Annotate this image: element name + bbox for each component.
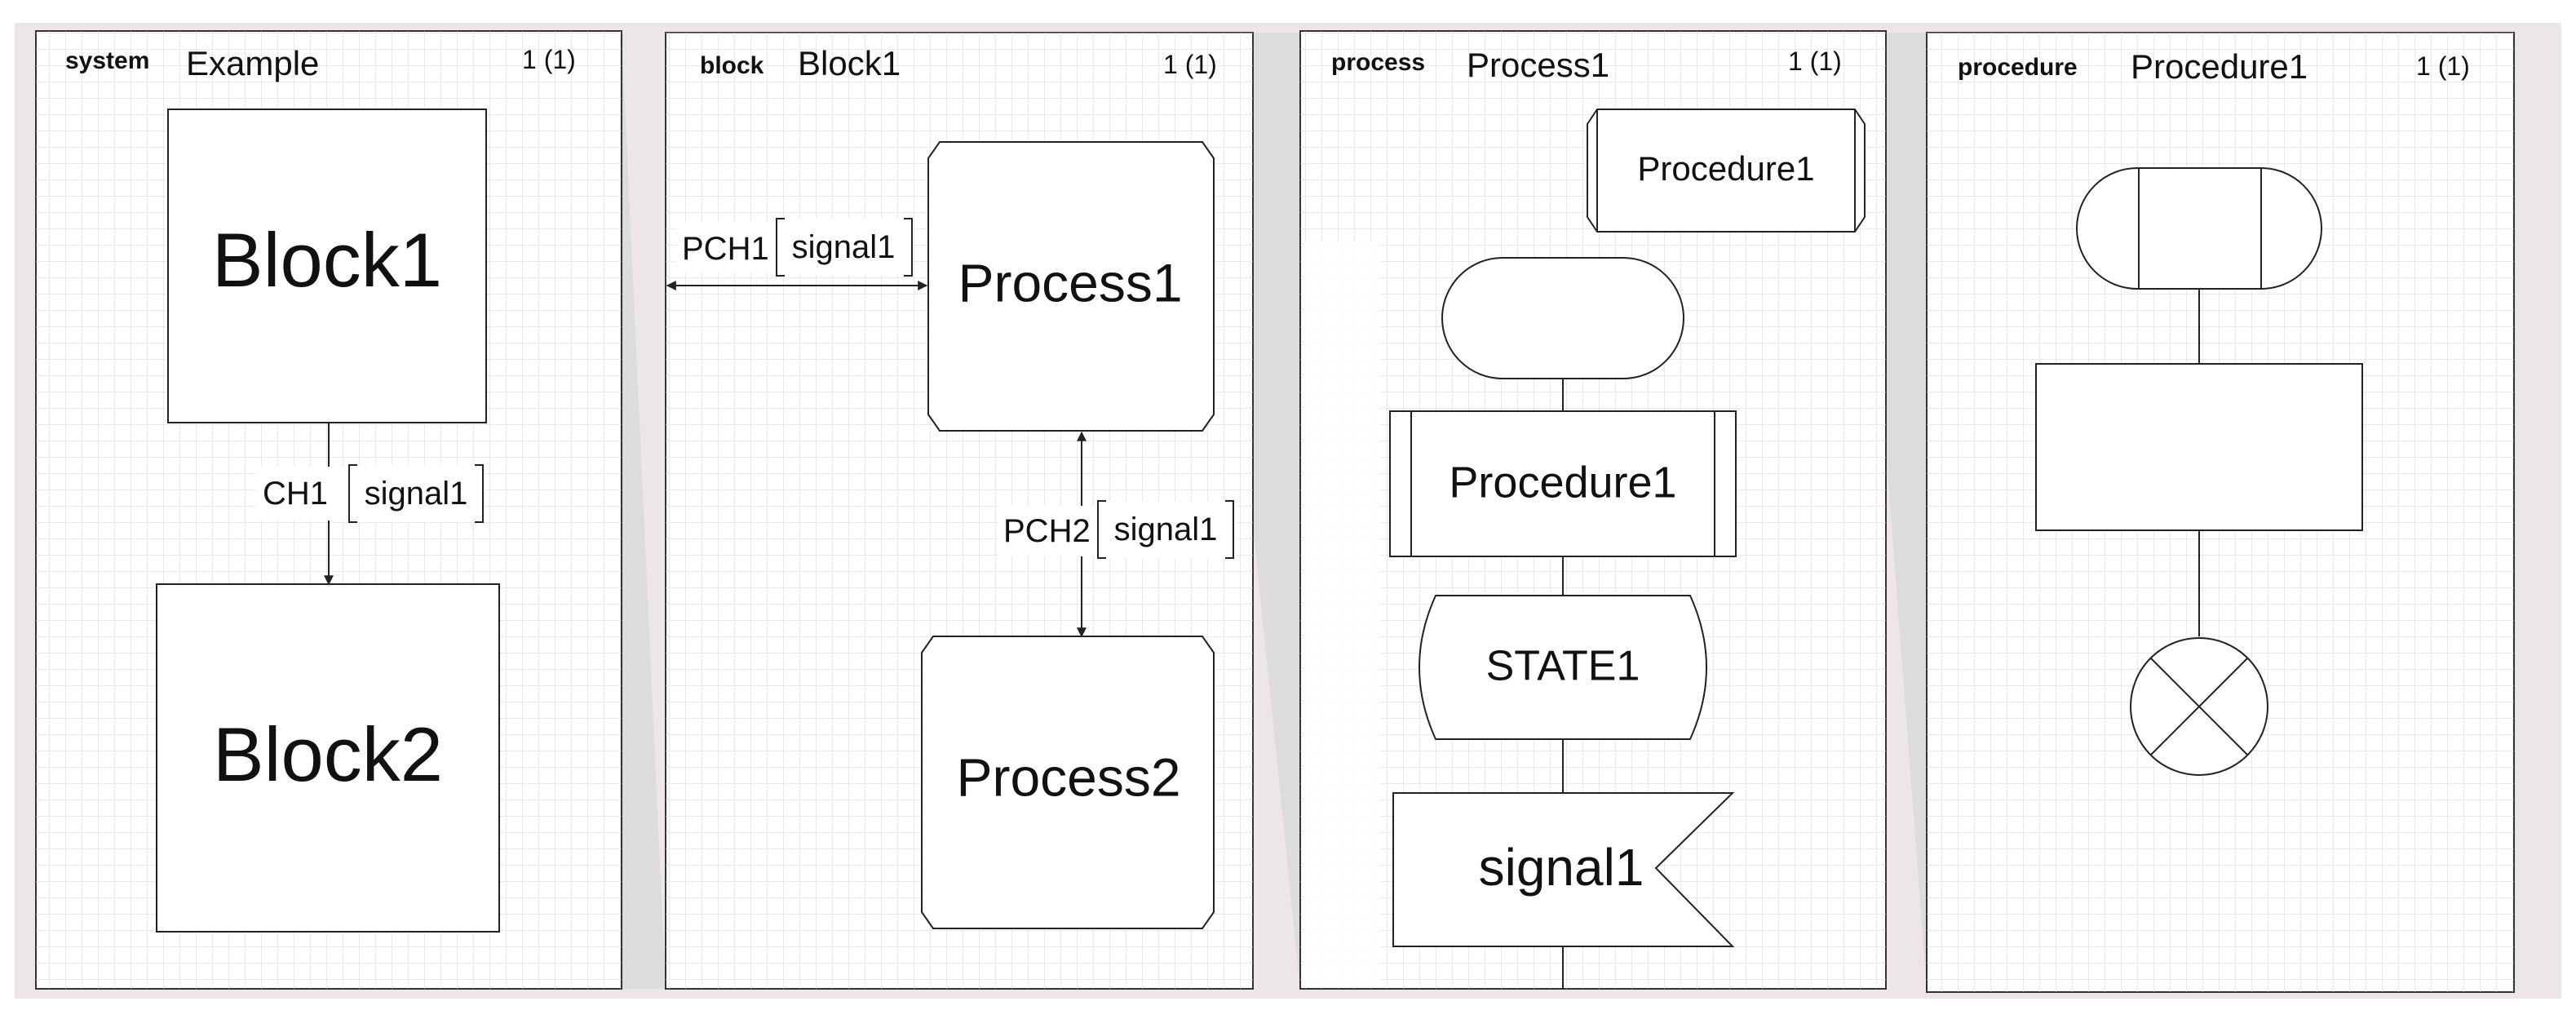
page-number: 1 (1) <box>2416 51 2470 81</box>
channel-left-label: PCH1 <box>682 231 769 267</box>
panel-kind-label: system <box>65 47 149 74</box>
panel-system: system Example 1 (1) Block1 CH1 signal1 … <box>35 30 622 990</box>
channel-vertical-label: PCH2 <box>1003 513 1091 549</box>
procedure-stop-cross-b <box>2150 658 2248 755</box>
signal-list-left-backdrop <box>775 219 914 276</box>
signal-list-backdrop <box>347 465 485 522</box>
panel-name-label: Block1 <box>798 44 901 82</box>
panel-name-label: Procedure1 <box>2131 47 2308 86</box>
process-top-label: Process1 <box>958 252 1182 312</box>
task-symbol[interactable] <box>2035 363 2363 531</box>
signal-list-left-brackets <box>776 218 913 277</box>
block-top-label: Block1 <box>212 217 442 303</box>
state-label: STATE1 <box>1486 643 1640 690</box>
signal-list-vertical-backdrop <box>1096 501 1237 558</box>
process-symbol-bottom[interactable] <box>921 636 1215 929</box>
page-number: 1 (1) <box>522 45 576 74</box>
signal-list-brackets <box>348 464 484 523</box>
block-bottom-label: Block2 <box>213 711 443 797</box>
signal-list-vertical-brackets <box>1097 500 1234 559</box>
panel-kind-label: procedure <box>1958 54 2078 81</box>
page-number: 1 (1) <box>1163 50 1217 79</box>
panel-name-label: Process1 <box>1467 46 1609 84</box>
margin-overlay <box>1302 241 1380 987</box>
channel-label-backdrop <box>256 467 347 521</box>
panel-name-label: Example <box>186 44 319 82</box>
panel-kind-label: process <box>1331 49 1425 76</box>
process-symbol-top[interactable] <box>927 141 1215 432</box>
process-bottom-label: Process2 <box>956 747 1180 807</box>
panel-process: process Process1 1 (1) Procedure1 Proced… <box>1299 30 1887 990</box>
block-symbol-bottom[interactable] <box>156 583 500 933</box>
procedure-call-symbol[interactable] <box>1389 410 1737 557</box>
input-signal-label: signal1 <box>1479 838 1644 897</box>
start-symbol[interactable] <box>1441 257 1684 379</box>
channel-label: CH1 <box>263 476 328 512</box>
panel-procedure: procedure Procedure1 1 (1) <box>1926 32 2515 993</box>
input-signal-symbol[interactable] <box>1392 792 1735 947</box>
block-symbol-top[interactable] <box>167 109 487 423</box>
channel-left-backdrop <box>677 222 778 272</box>
signal-list-vertical-label: signal1 <box>1114 512 1218 547</box>
signal-list-left-label: signal1 <box>792 229 896 265</box>
panel-kind-label: block <box>700 52 764 79</box>
state-symbol[interactable] <box>1419 595 1707 740</box>
page-number: 1 (1) <box>1788 47 1842 76</box>
panel-block: block Block1 1 (1) Process1 PCH1 signal1… <box>665 32 1254 990</box>
procedure-call-label: Procedure1 <box>1449 458 1676 507</box>
procedure-stop-symbol[interactable] <box>2130 637 2268 776</box>
procedure-start-symbol[interactable] <box>2076 167 2322 290</box>
channel-vertical-backdrop <box>998 506 1100 556</box>
procedure-reference-label: Procedure1 <box>1637 149 1814 188</box>
signal-list-label: signal1 <box>365 476 468 512</box>
